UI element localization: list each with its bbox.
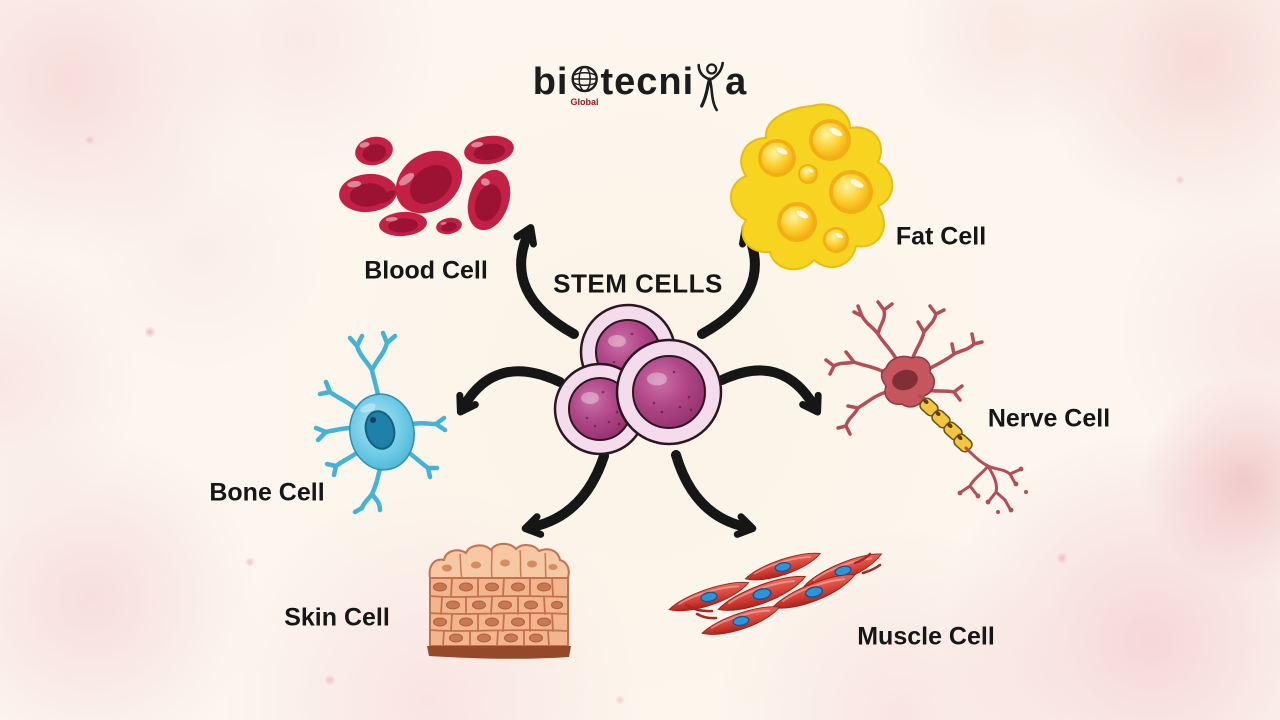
lipid-droplets bbox=[758, 119, 873, 253]
logo-text-part2: tecni bbox=[600, 61, 695, 103]
fat-cell-label: Fat Cell bbox=[895, 222, 987, 251]
arrows bbox=[456, 224, 822, 538]
logo-dancer-wrap bbox=[695, 60, 725, 117]
arrow-to-muscle-cell bbox=[671, 450, 757, 538]
neuron-illustration bbox=[824, 300, 1028, 514]
red-blood-cells-illustration bbox=[339, 135, 514, 237]
skin-cell-label: Skin Cell bbox=[284, 603, 390, 632]
bone-cell-label: Bone Cell bbox=[209, 478, 325, 507]
logo-tagline: Global bbox=[570, 97, 599, 107]
nerve-cell-label: Nerve Cell bbox=[987, 404, 1111, 433]
stem-cell-cluster-illustration bbox=[553, 303, 723, 456]
arrow-to-skin-cell bbox=[521, 451, 609, 538]
globe-icon bbox=[571, 65, 598, 93]
myelin-sheath bbox=[919, 397, 973, 453]
dancer-icon bbox=[697, 61, 725, 112]
logo-globe-wrap: Global bbox=[569, 64, 599, 107]
stem-cells-title: STEM CELLS bbox=[553, 268, 723, 299]
arrow-to-bone-cell bbox=[456, 366, 565, 416]
arrow-to-blood-cell bbox=[513, 224, 579, 339]
logo-text-part3: a bbox=[725, 61, 748, 103]
blood-cell-label: Blood Cell bbox=[364, 256, 488, 285]
biotecnika-logo: bi Global tecni a bbox=[532, 60, 748, 112]
osteocyte-illustration bbox=[313, 330, 448, 515]
adipose-cell-illustration bbox=[730, 103, 894, 271]
muscle-cell-label: Muscle Cell bbox=[857, 622, 995, 651]
arrow-to-nerve-cell bbox=[717, 365, 822, 416]
epithelial-tissue-illustration bbox=[427, 542, 571, 659]
muscle-cells-illustration bbox=[665, 550, 887, 639]
logo-text-part1: bi bbox=[532, 61, 569, 103]
